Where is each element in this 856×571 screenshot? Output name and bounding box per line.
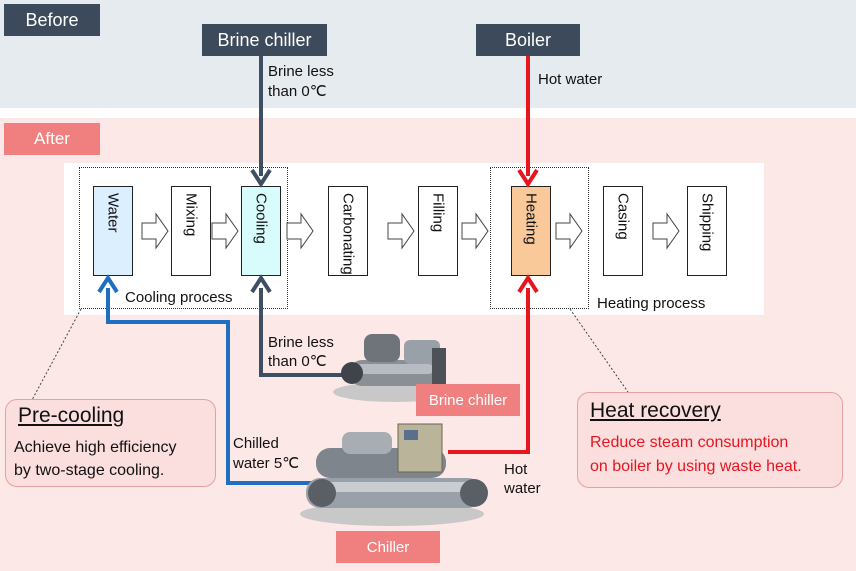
cooling-process-label: Cooling process (125, 289, 233, 306)
block-arrow-7 (652, 212, 680, 250)
step-arrows (141, 212, 680, 250)
lower-hot-arrowhead (517, 274, 539, 294)
chiller-illustration (300, 423, 488, 526)
before-band (0, 0, 856, 108)
step-mixing: Mixing (171, 186, 211, 276)
precooling-title: Pre-cooling (18, 404, 125, 427)
block-arrow-6 (555, 212, 583, 250)
step-shipping: Shipping (687, 186, 727, 276)
lower-brine-line (259, 288, 345, 377)
precooling-line2: by two-stage cooling. (14, 462, 165, 479)
lower-brine-arrowhead (250, 274, 272, 294)
precooling-pointer (31, 308, 82, 401)
chilled-water-line1: Chilled (233, 435, 279, 452)
lower-hot-line (448, 288, 530, 454)
step-carbonating: Carbonating (328, 186, 368, 276)
heat-recovery-line2: on boiler by using waste heat. (590, 458, 802, 475)
top-brine-note-line1: Brine less (268, 63, 334, 80)
top-brine-chiller-label: Brine chiller (202, 24, 327, 56)
block-arrow-2 (211, 212, 239, 250)
heat-recovery-callout: Heat recovery Reduce steam consumption o… (577, 392, 843, 488)
before-label: Before (4, 4, 100, 36)
top-hot-arrowhead (517, 168, 539, 188)
step-cooling: Cooling (241, 186, 281, 276)
lower-brine-note-line1: Brine less (268, 334, 334, 351)
after-label: After (4, 123, 100, 155)
step-heating: Heating (511, 186, 551, 276)
lower-brine-note-line2: than 0℃ (268, 353, 327, 370)
block-arrow-4 (387, 212, 415, 250)
chilled-water-line2: water 5℃ (233, 455, 300, 472)
block-arrow-1 (141, 212, 169, 250)
precooling-line1: Achieve high efficiency (14, 439, 177, 456)
hot-water-line1: Hot (504, 461, 528, 478)
block-arrow-3 (286, 212, 314, 250)
step-casing: Casing (603, 186, 643, 276)
heating-process-group (490, 167, 589, 309)
top-boiler-label: Boiler (476, 24, 580, 56)
hot-water-line2: water (504, 480, 541, 497)
chilled-water-arrowhead (97, 274, 119, 294)
step-filling: Filling (418, 186, 458, 276)
heat-recovery-pointer (569, 308, 629, 393)
precooling-callout: Pre-cooling Achieve high efficiency by t… (5, 399, 216, 487)
step-water: Water (93, 186, 133, 276)
top-brine-arrowhead (250, 168, 272, 188)
heating-process-label: Heating process (597, 295, 706, 312)
chilled-water-line (106, 288, 322, 485)
heat-recovery-line1: Reduce steam consumption (590, 434, 789, 451)
top-hot-water-note: Hot water (538, 71, 603, 88)
heat-recovery-title: Heat recovery (590, 399, 721, 422)
brine-chiller-label: Brine chiller (416, 384, 520, 416)
block-arrow-5 (461, 212, 489, 250)
top-brine-note-line2: than 0℃ (268, 83, 327, 100)
chiller-label: Chiller (336, 531, 440, 563)
